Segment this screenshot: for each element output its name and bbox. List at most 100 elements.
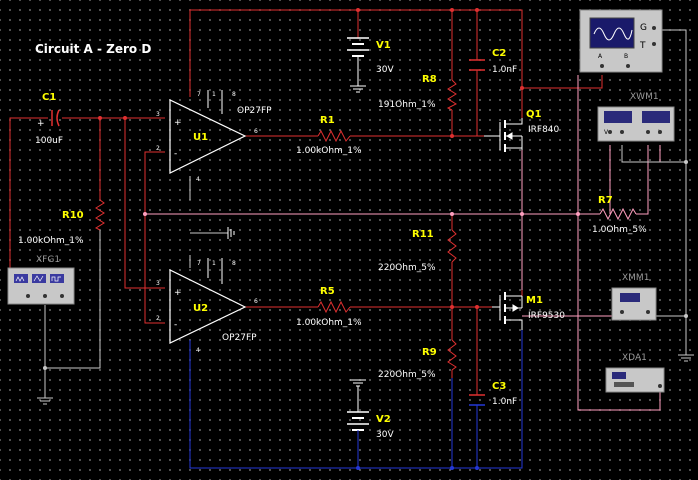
junction	[520, 86, 524, 90]
junction	[684, 314, 688, 318]
gray-wires	[44, 29, 687, 398]
junctions	[43, 8, 688, 470]
opamp-u2[interactable]: U2 + - 3 2 6 7 1 8 4 OP27FP	[156, 258, 258, 354]
ground-icon	[37, 397, 53, 405]
u1-pin-8: 8	[232, 91, 236, 98]
capacitor-c1[interactable]: C1 + 100uF	[35, 92, 63, 146]
junction	[475, 8, 479, 12]
u1-model: OP27FP	[237, 106, 272, 116]
wire-r7-right[interactable]	[636, 145, 649, 215]
resistor-r11[interactable]: R11 220Ohm_5%	[378, 229, 457, 273]
distortion-analyzer-xda1[interactable]: XDA1	[605, 353, 665, 393]
u2-pin-2: 2	[156, 315, 160, 322]
c2-ref: C2	[492, 48, 506, 59]
junction	[475, 305, 479, 309]
c1-value: 100uF	[35, 136, 63, 146]
c3-value: 1.0nF	[492, 397, 517, 407]
m1-ref: M1	[526, 295, 543, 306]
mosfet-q1[interactable]: Q1 IRF840	[484, 109, 560, 152]
c1-plus-sign: +	[37, 119, 45, 129]
scope-pin-a: A	[598, 53, 603, 60]
r11-ref: R11	[412, 229, 434, 240]
ground-icon	[227, 227, 235, 239]
u1-plus: +	[174, 118, 182, 128]
junction	[475, 466, 479, 470]
oscilloscope[interactable]: A B G T	[579, 9, 663, 73]
resistor-r8[interactable]: R8 191Ohm_1%	[378, 74, 458, 111]
resistor-r10[interactable]: R10 1.00kOhm_1%	[18, 199, 105, 246]
junction	[450, 134, 454, 138]
v2-value: 30V	[376, 430, 394, 440]
v1-value: 30V	[376, 65, 394, 75]
wire-c3-top[interactable]	[476, 306, 492, 395]
junction	[450, 8, 454, 12]
wire-u2-fb[interactable]	[144, 214, 165, 324]
junction	[43, 366, 47, 370]
opamp-u1[interactable]: U1 + - 3 2 6 7 1 8 4 OP27FP	[156, 90, 272, 183]
r9-ref: R9	[422, 347, 437, 358]
resistor-r1[interactable]: R1 1.00kOhm_1%	[296, 115, 362, 156]
resistor-r7[interactable]: R7 1.0Ohm_5%	[592, 195, 647, 235]
u2-pin-3: 3	[156, 280, 160, 287]
capacitor-c2[interactable]: C2 1.0nF	[469, 48, 517, 75]
junction	[450, 212, 454, 216]
junction	[143, 212, 147, 216]
wire-xwm1-v[interactable]	[621, 145, 686, 163]
c3-ref: C3	[492, 381, 506, 392]
battery-v2[interactable]: V2 30V	[347, 379, 394, 450]
wire-scope-a[interactable]	[522, 75, 603, 89]
wire-top-rail[interactable]	[189, 9, 523, 118]
u2-pin-7: 7	[197, 260, 201, 267]
wattmeter-xwm1[interactable]: XWM1 V I	[597, 92, 675, 142]
red-wires	[9, 9, 603, 395]
xwm1-pin-v: V	[604, 129, 609, 136]
junction	[450, 305, 454, 309]
r5-ref: R5	[320, 286, 335, 297]
u1-minus: -	[174, 149, 177, 159]
resistor-r9[interactable]: R9 220Ohm_5%	[378, 339, 457, 380]
u2-minus: -	[174, 320, 177, 330]
wire-to-u2-in[interactable]	[124, 118, 165, 289]
r1-value: 1.00kOhm_1%	[296, 146, 362, 156]
u2-pin-6: 6	[254, 298, 258, 305]
wire-r10-ground[interactable]	[44, 230, 101, 398]
junction	[576, 212, 580, 216]
junction	[450, 466, 454, 470]
battery-v1[interactable]: V1 30V	[347, 30, 394, 93]
junction	[684, 160, 688, 164]
u2-plus: +	[174, 288, 182, 298]
q1-ref: Q1	[526, 109, 542, 120]
capacitor-c3[interactable]: C3 1.0nF	[469, 381, 517, 407]
u1-pin-2: 2	[156, 145, 160, 152]
wire-c2-bottom[interactable]	[476, 70, 484, 137]
wire-bottom-rail[interactable]	[189, 330, 523, 469]
wire-ground-right[interactable]	[662, 29, 687, 355]
r7-value: 1.0Ohm_5%	[592, 225, 647, 235]
resistor-r5[interactable]: R5 1.00kOhm_1%	[296, 286, 362, 328]
u1-pin-7: 7	[197, 91, 201, 98]
xda1-ref: XDA1	[622, 353, 647, 363]
junction	[123, 116, 127, 120]
u1-pin-3: 3	[156, 111, 160, 118]
u2-model: OP27FP	[222, 333, 257, 343]
xwm1-ref: XWM1	[630, 92, 659, 102]
wire-u1-fb[interactable]	[144, 151, 165, 214]
wire-scope-b[interactable]	[577, 75, 661, 411]
mosfet-m1[interactable]: M1 IRF9530	[492, 292, 565, 330]
r10-value: 1.00kOhm_1%	[18, 236, 84, 246]
pink-wires	[145, 75, 661, 411]
c1-ref: C1	[42, 92, 56, 103]
u2-pin-4: 4	[196, 347, 200, 354]
scope-pin-t: T	[639, 41, 646, 51]
u1-ref: U1	[193, 132, 208, 143]
u1-pin-4: 4	[196, 176, 200, 183]
junction	[356, 8, 360, 12]
junction	[98, 116, 102, 120]
v1-ref: V1	[376, 40, 391, 51]
r11-value: 220Ohm_5%	[378, 263, 436, 273]
r8-ref: R8	[422, 74, 437, 85]
multimeter-xmm1[interactable]: XMM1	[611, 273, 657, 321]
blue-wires	[189, 330, 523, 469]
function-generator-xfg1[interactable]: XFG1	[7, 255, 75, 305]
